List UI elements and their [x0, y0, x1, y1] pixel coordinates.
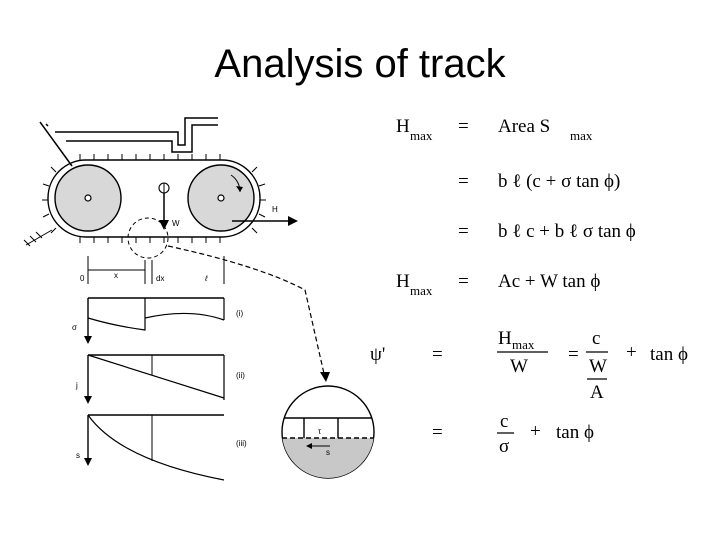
eq5-plus: +	[626, 342, 637, 363]
eq1-lhs: H	[396, 116, 410, 137]
eq5-frac1-den: W	[510, 356, 528, 377]
dx-label: dx	[156, 274, 164, 283]
eq1-lhs-sub: max	[410, 128, 433, 143]
cg-marker	[158, 182, 170, 194]
eq6-plus: +	[530, 421, 541, 442]
slide-title: Analysis of track	[214, 42, 506, 86]
x-label: x	[114, 271, 118, 280]
dimension-line	[87, 256, 225, 284]
weight-arrowhead	[159, 220, 169, 230]
eq6-equals: =	[432, 422, 443, 443]
equation-row-5: ψ' = H max W = c W A + tan ϕ	[370, 328, 688, 403]
eq5-frac2-num: c	[592, 328, 600, 349]
eq2-rhs: b ℓ (c + σ tan ϕ)	[498, 171, 620, 192]
eq5-frac1-num: H	[498, 328, 512, 349]
detail-leader	[167, 245, 326, 379]
weight-label: W	[172, 219, 180, 228]
plot1-label: (i)	[236, 309, 243, 318]
drawbar-arrowhead	[288, 216, 298, 226]
eq4-lhs: H	[396, 271, 410, 292]
plot3-label: (iii)	[236, 439, 247, 448]
equation-row-3: = b ℓ c + b ℓ σ tan ϕ	[458, 221, 636, 242]
eq3-equals: =	[458, 221, 469, 242]
eq6-tail: tan ϕ	[556, 422, 594, 443]
origin-label: 0	[80, 274, 85, 283]
zoom-s-label: s	[326, 448, 330, 457]
eq4-rhs: Ac + W tan ϕ	[498, 271, 600, 292]
eq5-equals-2: =	[568, 344, 579, 365]
plot-normal-pressure: σ (i)	[72, 297, 243, 344]
eq1-equals: =	[458, 116, 469, 137]
equation-row-6: = c σ + tan ϕ	[432, 411, 594, 457]
eq5-tail: tan ϕ	[650, 344, 688, 365]
equation-row-2: = b ℓ (c + σ tan ϕ)	[458, 171, 620, 192]
eq5-frac1-num-sub: max	[512, 337, 535, 352]
plot-shear-stress: s (iii)	[76, 414, 247, 481]
front-wheel	[54, 164, 122, 232]
eq5-frac2-den-num: W	[589, 356, 607, 377]
track-belt	[42, 154, 266, 243]
detail-leader-arrowhead	[320, 372, 330, 382]
eq1-rhs: Area S	[498, 116, 550, 137]
eq2-equals: =	[458, 171, 469, 192]
rotation-arrowhead	[236, 186, 243, 192]
eq5-lhs: ψ'	[370, 344, 385, 365]
eq1-rhs-sub: max	[570, 128, 593, 143]
eq5-equals-1: =	[432, 344, 443, 365]
eq4-equals: =	[458, 271, 469, 292]
zoom-soil-element: τ s	[281, 385, 375, 479]
zoom-tau-label: τ	[318, 427, 322, 436]
eq6-frac-num: c	[500, 411, 508, 432]
plot2-axis-label: j	[75, 381, 78, 390]
eq5-frac2-den-den: A	[590, 382, 604, 403]
drawbar-label: H	[272, 205, 278, 214]
detail-circle	[127, 217, 169, 259]
plot2-label: (ii)	[236, 371, 245, 380]
eq4-lhs-sub: max	[410, 283, 433, 298]
equation-row-1: H max = Area S max	[396, 116, 593, 143]
vehicle-body	[39, 117, 218, 167]
length-label: ℓ	[204, 274, 208, 283]
plot3-axis-label: s	[76, 451, 80, 460]
plot1-axis-label: σ	[72, 323, 77, 332]
equation-row-4: H max = Ac + W tan ϕ	[396, 271, 600, 298]
eq6-frac-den: σ	[499, 436, 509, 457]
track-grousers	[42, 154, 266, 243]
plot-shear-displacement: j (ii)	[75, 354, 245, 404]
ground-hatch	[23, 229, 53, 247]
eq3-rhs: b ℓ c + b ℓ σ tan ϕ	[498, 221, 636, 242]
